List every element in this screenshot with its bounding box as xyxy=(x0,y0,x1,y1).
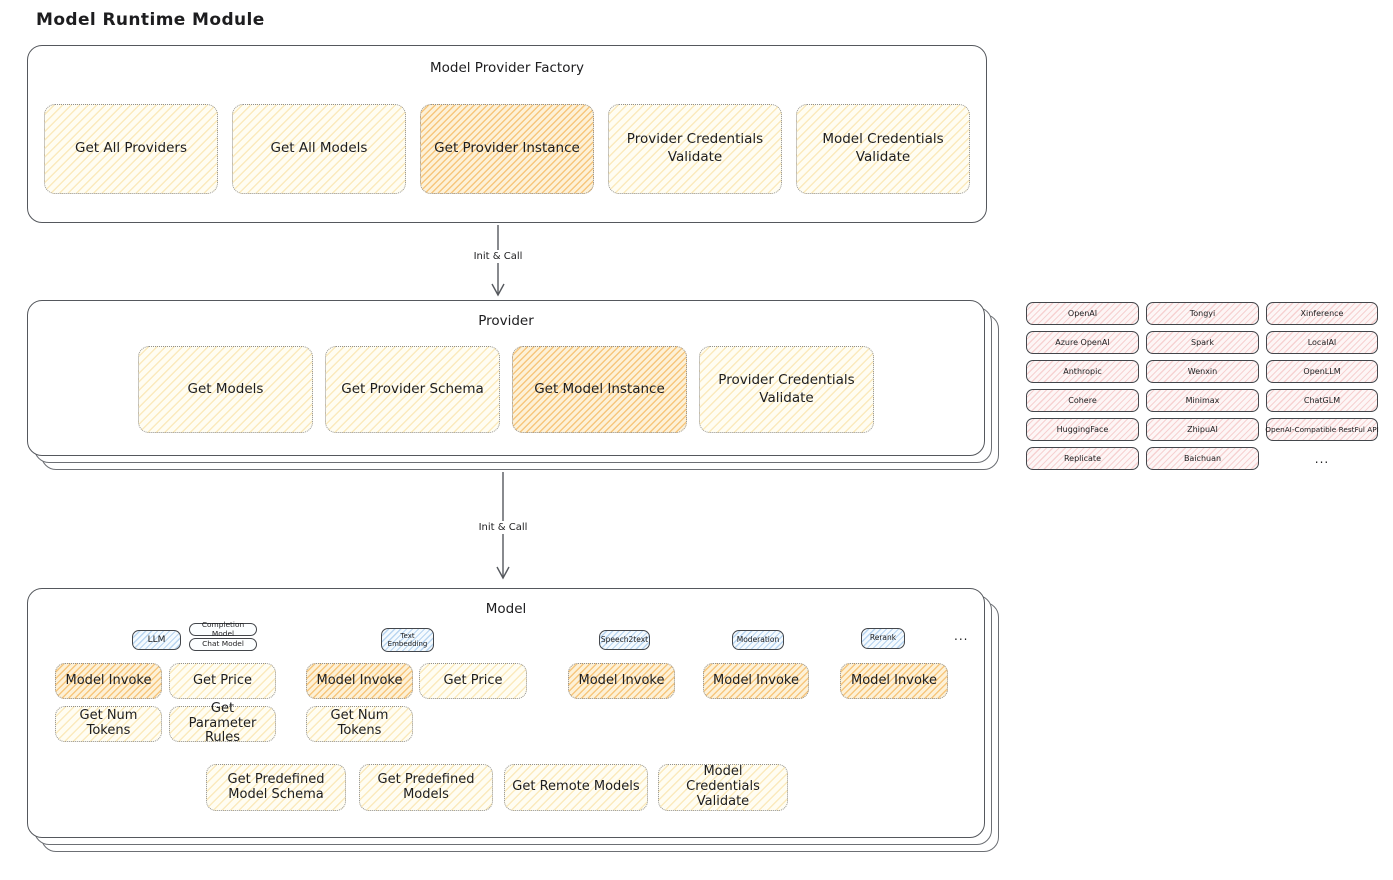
pill-completion-model: Completion Model xyxy=(189,620,257,637)
node-speech2text-model-invoke: Model Invoke xyxy=(568,663,675,699)
page-title: Model Runtime Module xyxy=(36,10,265,30)
provider-item: ChatGLM xyxy=(1266,389,1378,412)
node-get-predefined-models: Get Predefined Models xyxy=(359,764,493,811)
node-llm-get-price: Get Price xyxy=(169,663,276,699)
provider-item: Spark xyxy=(1146,331,1259,354)
node-get-model-instance: Get Model Instance xyxy=(512,346,687,433)
provider-button-row: Get Models Get Provider Schema Get Model… xyxy=(28,346,984,433)
node-embedding-model-invoke: Model Invoke xyxy=(306,663,413,699)
node-embedding-get-price: Get Price xyxy=(419,663,527,699)
node-llm-get-parameter-rules: Get Parameter Rules xyxy=(169,701,276,745)
factory-container: Model Provider Factory Get All Providers… xyxy=(27,45,987,223)
node-provider-credentials-validate: Provider Credentials Validate xyxy=(608,104,782,194)
provider-item: Baichuan xyxy=(1146,447,1259,470)
provider-item: LocalAI xyxy=(1266,331,1378,354)
node-model-credentials-validate: Model Credentials Validate xyxy=(796,104,970,194)
node-get-remote-models: Get Remote Models xyxy=(504,764,648,811)
node-model-credentials-validate-2: Model Credentials Validate xyxy=(658,764,788,811)
node-get-all-models: Get All Models xyxy=(232,104,406,194)
provider-item: Minimax xyxy=(1146,389,1259,412)
provider-item: ZhipuAI xyxy=(1146,418,1259,441)
node-llm-model-invoke: Model Invoke xyxy=(55,663,162,699)
provider-item: OpenAI-Compatible RestFul API xyxy=(1265,418,1379,441)
node-rerank-model-invoke: Model Invoke xyxy=(840,663,948,699)
provider-item: OpenLLM xyxy=(1266,360,1378,383)
model-container: Model LLM Completion Model Chat Model Te… xyxy=(27,588,985,838)
node-get-provider-instance: Get Provider Instance xyxy=(420,104,594,194)
provider-item: Azure OpenAI xyxy=(1026,331,1139,354)
provider-item: Cohere xyxy=(1026,389,1139,412)
node-get-provider-schema: Get Provider Schema xyxy=(325,346,500,433)
node-get-models: Get Models xyxy=(138,346,313,433)
arrow-label-init-call-2: Init & Call xyxy=(473,521,533,534)
node-llm-get-num-tokens: Get Num Tokens xyxy=(55,706,162,742)
provider-item: HuggingFace xyxy=(1026,418,1139,441)
pill-llm: LLM xyxy=(132,630,181,650)
provider-title: Provider xyxy=(478,313,534,329)
pill-rerank: Rerank xyxy=(861,628,905,649)
provider-list: OpenAI Tongyi Xinference Azure OpenAI Sp… xyxy=(1026,302,1379,470)
factory-button-row: Get All Providers Get All Models Get Pro… xyxy=(28,104,986,194)
pill-speech2text: Speech2text xyxy=(599,630,650,650)
provider-container: Provider Get Models Get Provider Schema … xyxy=(27,300,985,456)
provider-item: Tongyi xyxy=(1146,302,1259,325)
provider-item: Xinference xyxy=(1266,302,1378,325)
factory-title: Model Provider Factory xyxy=(429,60,584,76)
node-get-predefined-model-schema: Get Predefined Model Schema xyxy=(206,764,346,811)
model-types-more: ... xyxy=(954,629,969,643)
provider-list-more: ... xyxy=(1314,451,1330,466)
node-embedding-get-num-tokens: Get Num Tokens xyxy=(306,706,413,742)
node-moderation-model-invoke: Model Invoke xyxy=(703,663,809,699)
provider-item: Replicate xyxy=(1026,447,1139,470)
node-provider-credentials-validate-2: Provider Credentials Validate xyxy=(699,346,874,433)
node-get-all-providers: Get All Providers xyxy=(44,104,218,194)
pill-moderation: Moderation xyxy=(732,630,784,650)
provider-item: Anthropic xyxy=(1026,360,1139,383)
pill-chat-model: Chat Model xyxy=(189,638,257,651)
arrow-label-init-call-1: Init & Call xyxy=(468,250,528,263)
provider-item: Wenxin xyxy=(1146,360,1259,383)
provider-item: OpenAI xyxy=(1026,302,1139,325)
model-title: Model xyxy=(485,601,527,617)
pill-text-embedding: Text Embedding xyxy=(381,628,434,652)
